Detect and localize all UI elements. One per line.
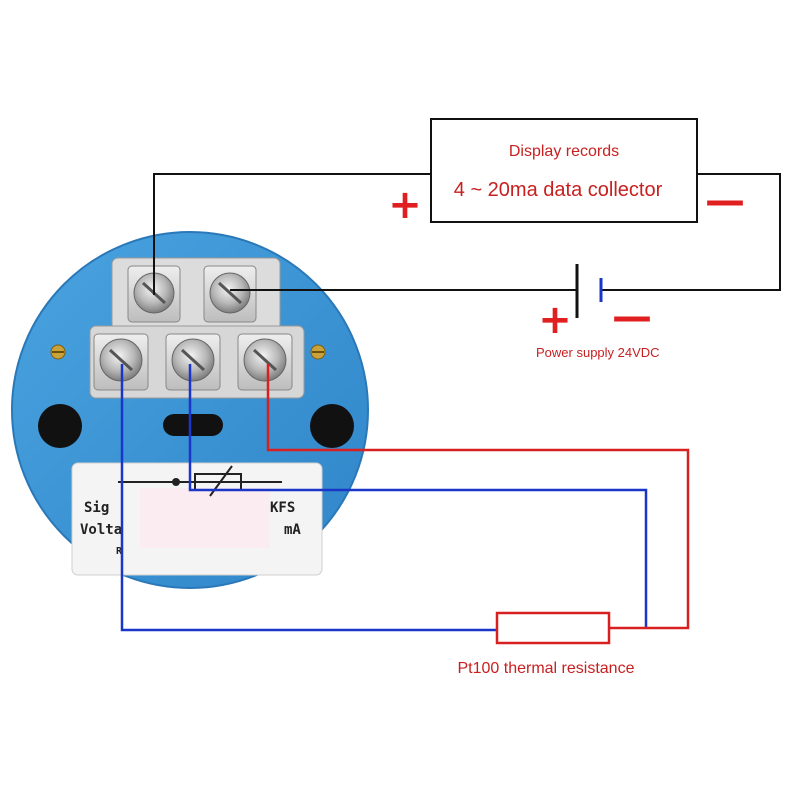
pt100-label: Pt100 thermal resistance	[458, 660, 635, 677]
terminal-screw-4	[165, 333, 221, 391]
wire-red-sensor	[266, 364, 690, 630]
data-collector-label: 4 ~ 20ma data collector	[454, 179, 663, 201]
wire-blue-sensor-a	[120, 364, 497, 632]
collector-plus-sign: +	[388, 182, 422, 228]
black-wires	[153, 173, 781, 295]
display-records-label: Display records	[509, 143, 619, 160]
plate-label-ma: mA	[284, 522, 301, 538]
mount-hole-left	[38, 404, 82, 448]
collector-minus-sign: —	[705, 178, 745, 224]
data-collector-box	[430, 118, 698, 223]
plate-label-r: R	[116, 546, 123, 557]
terminal-screw-5	[237, 333, 293, 391]
supply-minus-sign: —	[612, 294, 652, 340]
center-slot	[163, 414, 223, 436]
wire-collector-plus	[153, 173, 431, 295]
battery-symbol	[575, 264, 603, 318]
wire-blue-sensor-b	[188, 364, 648, 628]
plate-label-sig: Sig	[84, 500, 109, 516]
plate-label-fs: KFS	[270, 500, 295, 516]
supply-plus-sign: +	[538, 297, 572, 343]
blue-wires	[120, 364, 648, 632]
plate-label-volt: Volta	[80, 522, 122, 538]
pt100-resistor	[495, 611, 611, 645]
wire-collector-minus	[601, 173, 781, 291]
power-supply-label: Power supply 24VDC	[536, 345, 660, 360]
mount-hole-right	[310, 404, 354, 448]
terminal-screw-2	[203, 265, 257, 323]
